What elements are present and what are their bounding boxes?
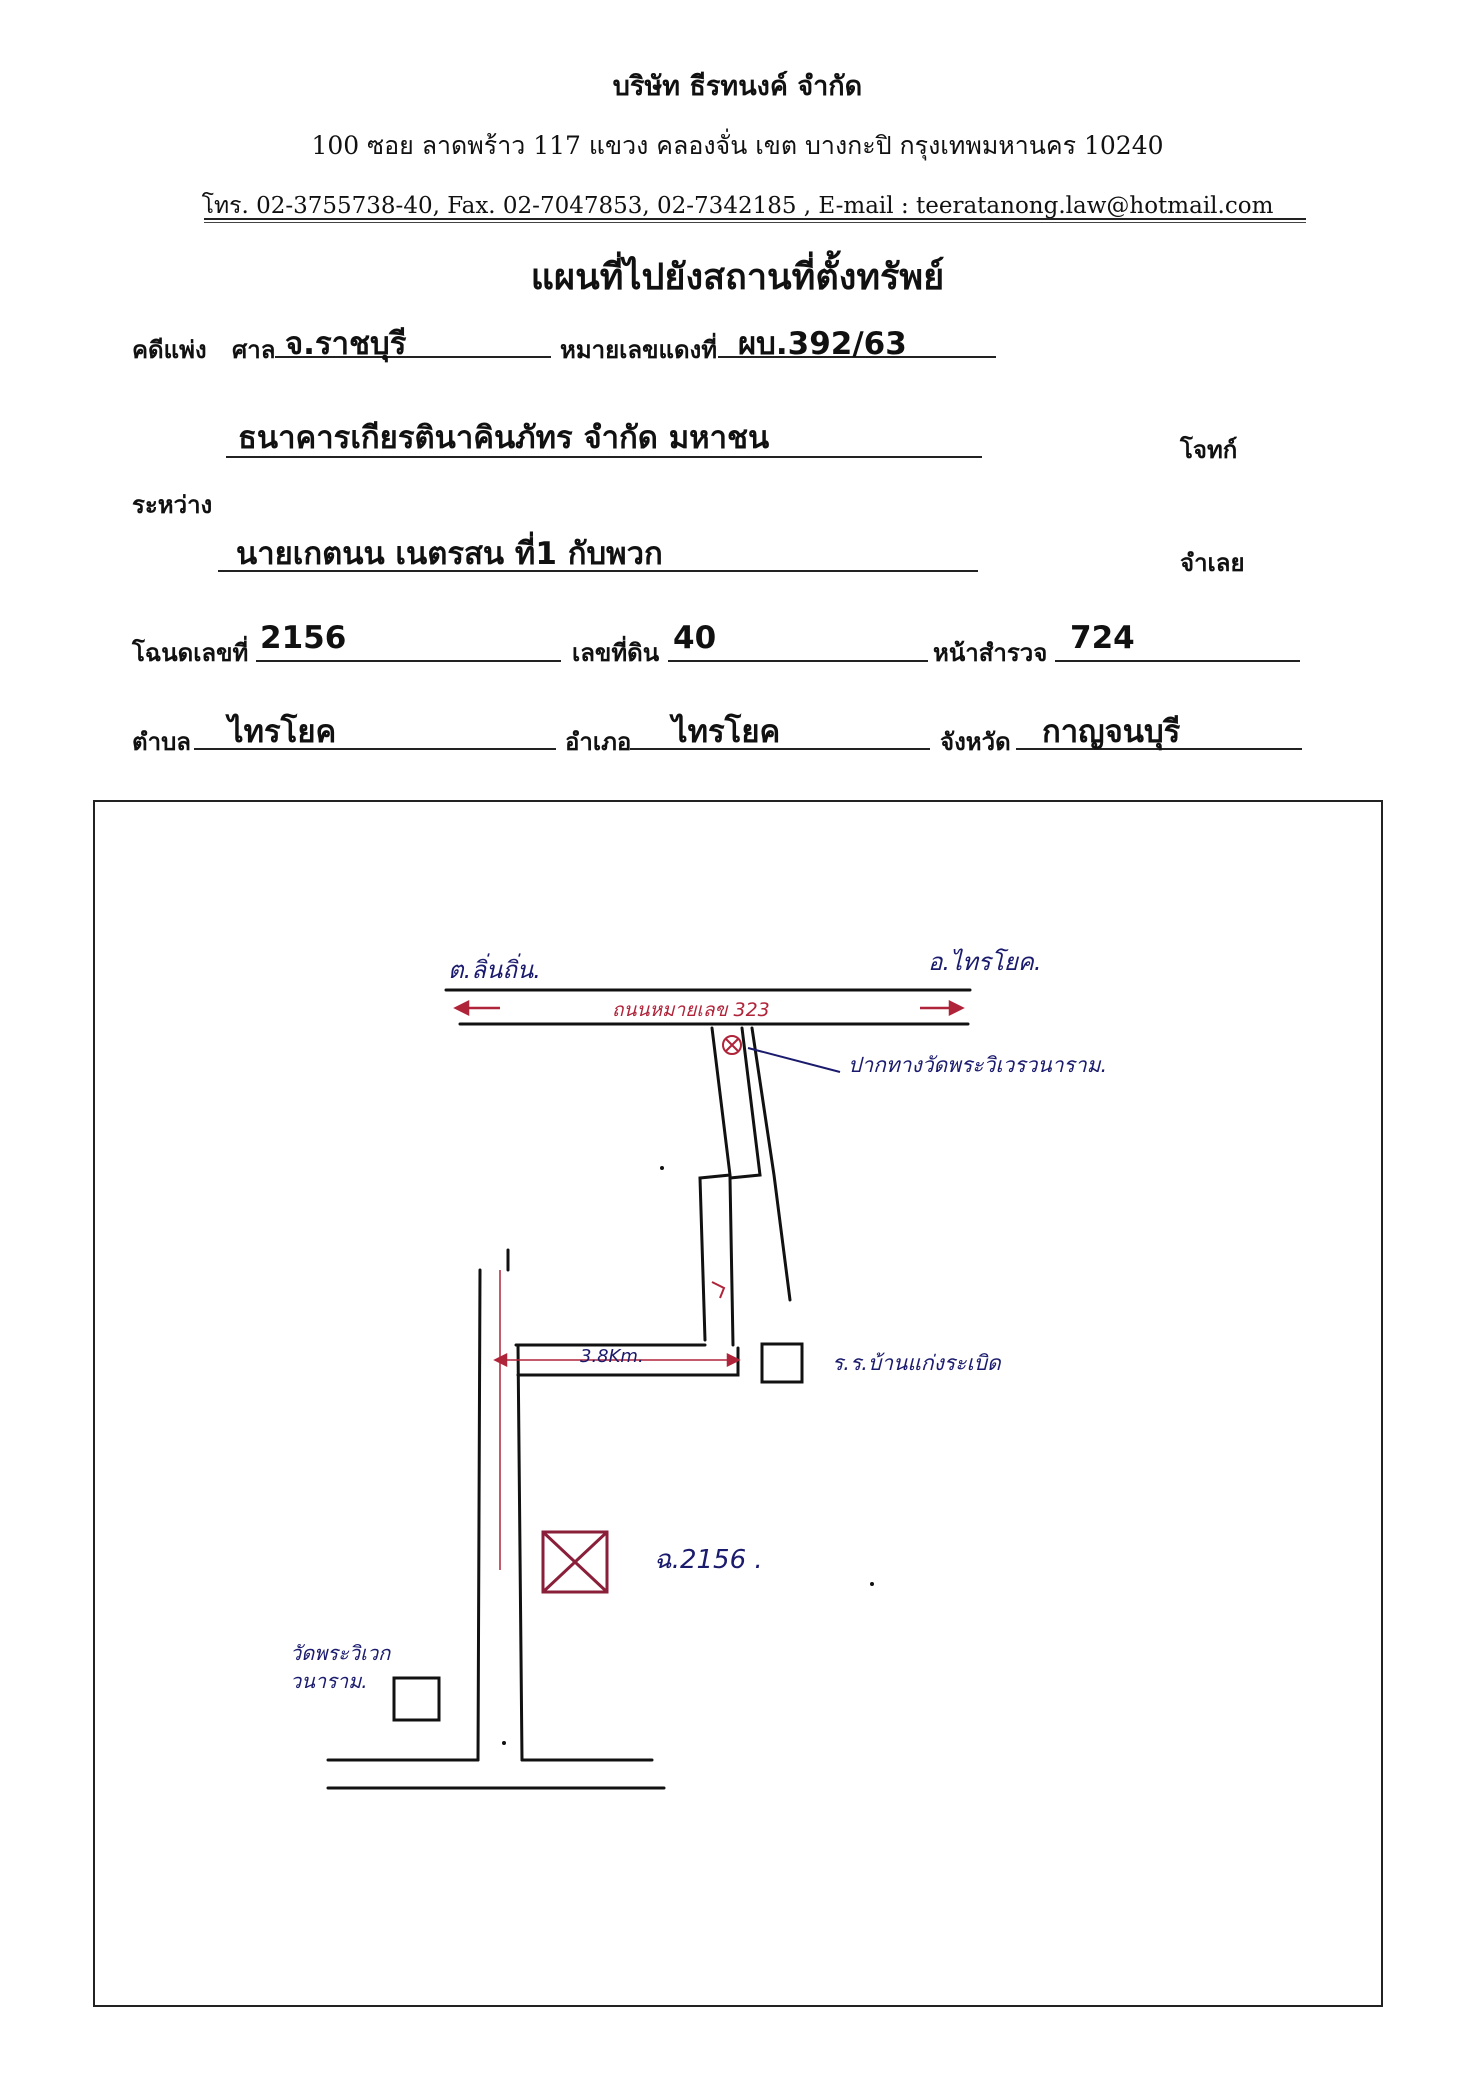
map-label-temple-entrance: ปากทางวัดพระวิเวรวนาราม.	[848, 1053, 1107, 1077]
map-label-left-direction: ต.ลิ่นถิ่น.	[448, 953, 541, 984]
arrow-right-icon	[948, 999, 965, 1017]
province-value: กาญจนบุรี	[1042, 714, 1181, 750]
red-number-field-line	[718, 344, 996, 358]
temple-entrance-leader-line	[747, 1047, 841, 1073]
red-number-label: หมายเลขแดงที่	[560, 335, 718, 364]
map-label-temple-bottom-line2: วนาราม.	[290, 1669, 368, 1693]
plaintiff-field-line	[226, 442, 982, 458]
vertical-road-right-edge	[516, 1343, 524, 1762]
company-name: บริษัท ธีรทนงค์ จำกัด	[612, 71, 863, 102]
branch-road-right-edge	[750, 1026, 792, 1302]
deed-number-label: โฉนดเลขที่	[132, 638, 249, 667]
court-label: ศาล	[232, 335, 276, 364]
branch-tick-mark	[711, 1281, 726, 1299]
school-square-icon	[760, 1342, 804, 1384]
pen-dot	[502, 1741, 506, 1745]
between-label: ระหว่าง	[132, 490, 213, 519]
defendant-field-line	[218, 556, 978, 572]
property-box-icon	[541, 1530, 609, 1594]
pen-dot	[660, 1166, 664, 1170]
temple-entrance-marker-icon	[722, 1035, 742, 1055]
temple-marker-cross-b	[725, 1038, 739, 1052]
court-value: จ.ราชบุรี	[285, 326, 407, 362]
defendant-value: นายเกตนน เนตรสน ที่1 กับพวก	[236, 536, 663, 572]
survey-page-field-line	[1055, 648, 1300, 662]
map-frame	[93, 800, 1383, 2007]
deed-number-value: 2156	[260, 620, 347, 656]
map-label-highway: ถนนหมายเลข 323	[612, 999, 770, 1021]
company-address: 100 ซอย ลาดพร้าว 117 แขวง คลองจั่น เขต บ…	[311, 131, 1164, 160]
branch-road-left-edge	[698, 1026, 732, 1342]
map-label-distance: 3.8Km.	[580, 1346, 644, 1367]
header-divider-thin	[204, 222, 1306, 223]
court-field-line	[275, 344, 551, 358]
district-value: ไทรโยค	[672, 714, 781, 750]
subdistrict-field-line	[194, 736, 556, 750]
subdistrict-label: ตำบล	[132, 727, 192, 756]
survey-page-label: หน้าสำรวจ	[933, 638, 1048, 667]
survey-page-value: 724	[1070, 620, 1135, 656]
document-title: แผนที่ไปยังสถานที่ตั้งทรัพย์	[530, 256, 945, 298]
vertical-road-left-edge	[476, 1268, 482, 1762]
distance-arrow-right-icon	[726, 1352, 741, 1368]
plaintiff-value: ธนาคารเกียรตินาคินภัทร จำกัด มหาชน	[238, 420, 770, 456]
red-number-value: ผบ.392/63	[738, 326, 907, 362]
deed-number-field-line	[256, 648, 561, 662]
civil-case-label: คดีแพ่ง	[132, 335, 207, 364]
arrow-left-icon	[453, 999, 470, 1017]
map-label-property: ฉ.2156 .	[654, 1545, 763, 1575]
header-divider	[204, 218, 1306, 220]
district-field-line	[630, 736, 930, 750]
province-field-line	[1016, 736, 1302, 750]
temple-bottom-square-icon	[392, 1676, 441, 1722]
province-label: จังหวัด	[940, 727, 1011, 756]
land-number-field-line	[668, 648, 928, 662]
map-label-temple-bottom-line1: วัดพระวิเวก	[290, 1641, 391, 1665]
pen-dot	[870, 1582, 874, 1586]
plaintiff-label: โจทก์	[1180, 435, 1238, 464]
property-cross-b	[541, 1530, 609, 1594]
branch-road-right-edge-inner	[728, 1026, 762, 1347]
company-contact: โทร. 02-3755738-40, Fax. 02-7047853, 02-…	[201, 193, 1274, 219]
subdistrict-value: ไทรโยค	[228, 714, 337, 750]
distance-arrow-left-icon	[493, 1352, 508, 1368]
map-label-right-direction: อ.ไทรโยค.	[928, 948, 1041, 976]
land-number-label: เลขที่ดิน	[572, 638, 660, 667]
school-road-bottom-edge	[516, 1346, 740, 1377]
district-label: อำเภอ	[565, 727, 632, 756]
land-number-value: 40	[673, 620, 717, 656]
map-label-school: ร.ร.บ้านแก่งระเบิด	[832, 1351, 1002, 1375]
defendant-label: จำเลย	[1180, 548, 1245, 577]
